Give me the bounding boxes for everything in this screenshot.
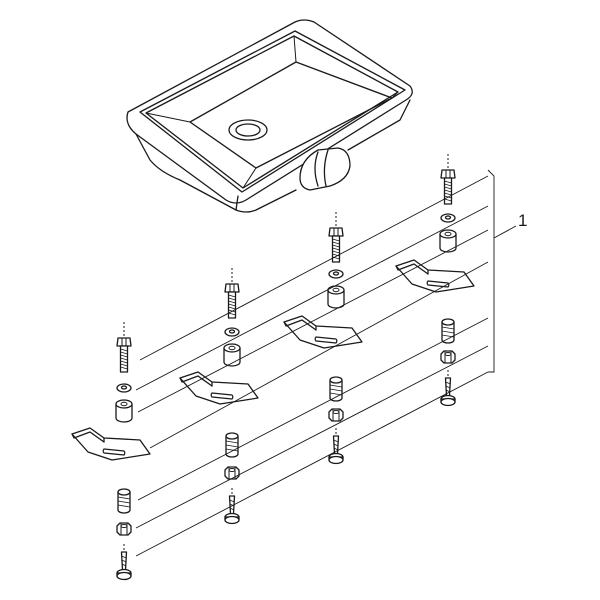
- bolt: [440, 153, 456, 205]
- bolt: [116, 321, 132, 373]
- washer: [328, 269, 344, 279]
- undermount-basin: [126, 19, 413, 213]
- washer: [440, 213, 456, 223]
- mounting-clip: [71, 427, 151, 461]
- hex-nut: [224, 466, 240, 480]
- screw: [116, 543, 132, 581]
- fixing-set-1: [71, 321, 151, 581]
- threaded-insert: [441, 318, 455, 344]
- spacer-sleeve: [327, 285, 345, 309]
- bolt: [224, 267, 240, 319]
- spacer-sleeve: [439, 229, 457, 253]
- bolt: [328, 211, 344, 263]
- threaded-insert: [117, 488, 131, 514]
- fixing-set-4: [395, 153, 475, 407]
- mounting-clip: [283, 315, 363, 349]
- hex-nut: [116, 522, 132, 536]
- callout-label-1: 1: [518, 211, 527, 230]
- spacer-sleeve: [115, 399, 133, 423]
- screw: [440, 369, 456, 407]
- hex-nut: [440, 350, 456, 364]
- mounting-clip: [179, 371, 259, 405]
- screw: [328, 427, 344, 465]
- callout-leader-lines: [135, 169, 517, 557]
- washer: [116, 383, 132, 393]
- hex-nut: [328, 408, 344, 422]
- washer: [224, 327, 240, 337]
